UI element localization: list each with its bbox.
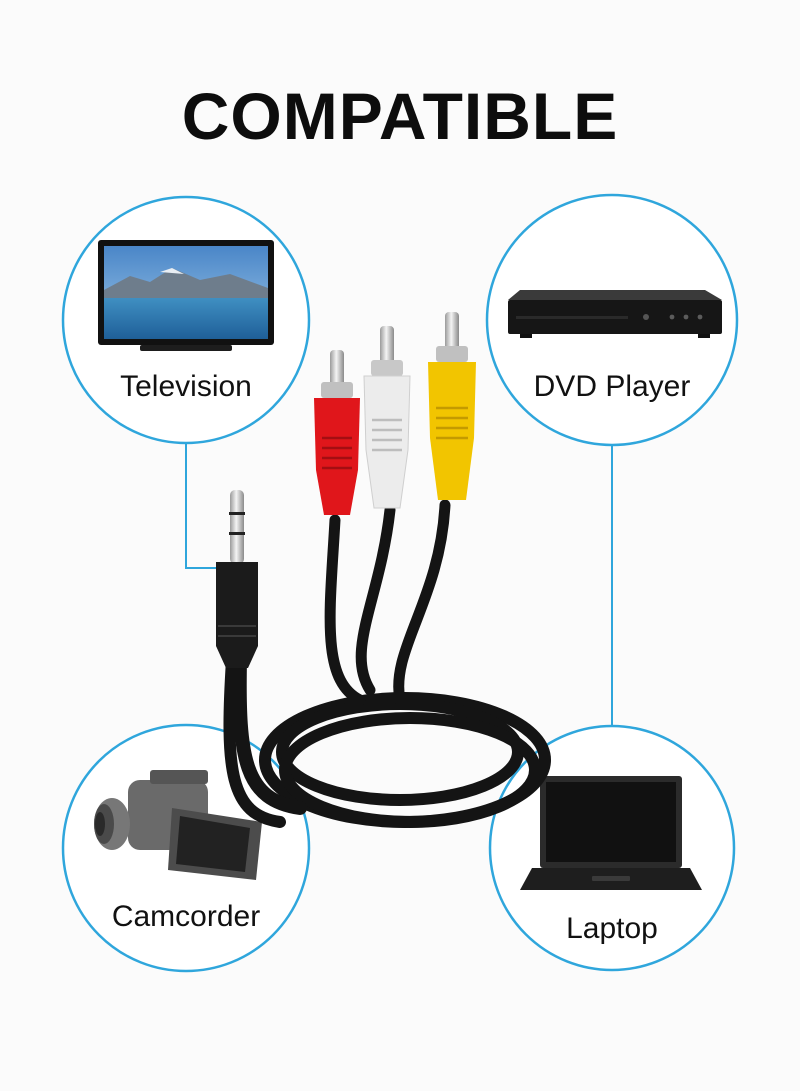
connector-line-television	[185, 440, 222, 569]
white-rca-plug	[363, 326, 411, 509]
red-rca-plug	[314, 350, 360, 515]
laptop-icon	[520, 776, 702, 890]
cable-coil	[223, 499, 551, 828]
device-label-television: Television	[120, 370, 252, 403]
yellow-rca-plug	[428, 312, 476, 500]
device-label-dvd-player: DVD Player	[533, 370, 691, 403]
audio-jack-plug	[216, 490, 258, 668]
dvd-player-icon	[508, 290, 722, 338]
device-label-camcorder: Camcorder	[111, 900, 261, 933]
page-title: COMPATIBLE	[181, 79, 619, 153]
camcorder-icon	[94, 770, 262, 880]
television-icon	[98, 240, 274, 351]
device-label-laptop: Laptop	[566, 912, 658, 945]
